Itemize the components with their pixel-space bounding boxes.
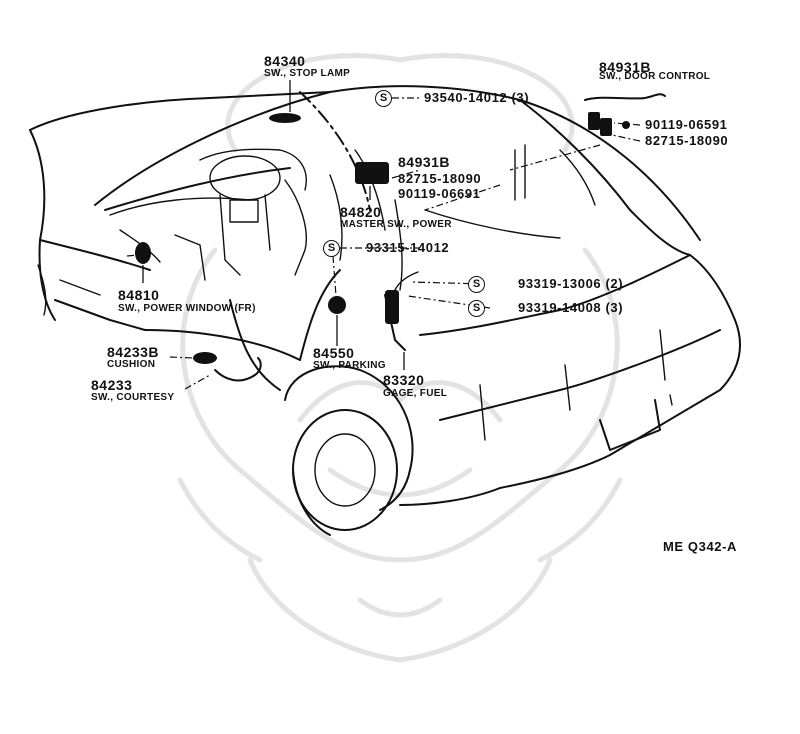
courtesy-switch-shape [214, 357, 262, 382]
master-switch-shape [355, 162, 389, 184]
part-shapes [135, 93, 666, 382]
master-power-desc: MASTER SW., POWER [340, 219, 452, 230]
leader-lines [126, 80, 641, 390]
door-control-desc: SW., DOOR CONTROL [599, 71, 711, 82]
cushion-shape [193, 352, 217, 364]
master-group-82715: 82715-18090 [398, 171, 482, 186]
car-body [29, 85, 741, 536]
parking-desc: SW., PARKING [313, 360, 386, 371]
s-symbol-93540: S [375, 90, 392, 107]
cushion-desc: CUSHION [107, 359, 156, 370]
stop-lamp-switch-shape [269, 113, 301, 123]
master-group-90119: 90119-06691 [398, 186, 481, 201]
s-symbol-93319-b: S [468, 300, 485, 317]
part-93319-a: 93319-13006 (2) [518, 276, 624, 291]
master-power-number: 84820 [340, 204, 382, 220]
parking-number: 84550 [313, 345, 355, 361]
part-93315: 93315-14012 [366, 240, 450, 255]
courtesy-desc: SW., COURTESY [91, 392, 175, 403]
part-82715-top: 82715-18090 [645, 133, 729, 148]
power-window-desc: SW., POWER WINDOW (FR) [118, 303, 256, 314]
watermark-emblem [177, 53, 623, 663]
master-group-84931B: 84931B [398, 154, 451, 170]
cushion-number: 84233B [107, 344, 160, 360]
power-window-switch-shape [135, 242, 151, 264]
courtesy-number: 84233 [91, 377, 133, 393]
fuel-gage-number: 83320 [383, 372, 425, 388]
part-93540: 93540-14012 (3) [424, 90, 530, 105]
part-90119-top: 90119-06591 [645, 117, 728, 132]
stop-lamp-desc: SW., STOP LAMP [264, 68, 351, 79]
door-control-number: 84931B [599, 59, 652, 75]
stop-lamp-number: 84340 [264, 53, 306, 69]
s-symbol-93319-a: S [468, 276, 485, 293]
diagram-id: ME Q342-A [663, 539, 738, 554]
fuel-gage-desc: GAGE, FUEL [383, 388, 448, 399]
parking-switch-shape [328, 296, 346, 314]
s-symbol-93315: S [323, 240, 340, 257]
power-window-number: 84810 [118, 287, 160, 303]
door-control-shape [584, 93, 666, 101]
part-93319-b: 93319-14008 (3) [518, 300, 624, 315]
